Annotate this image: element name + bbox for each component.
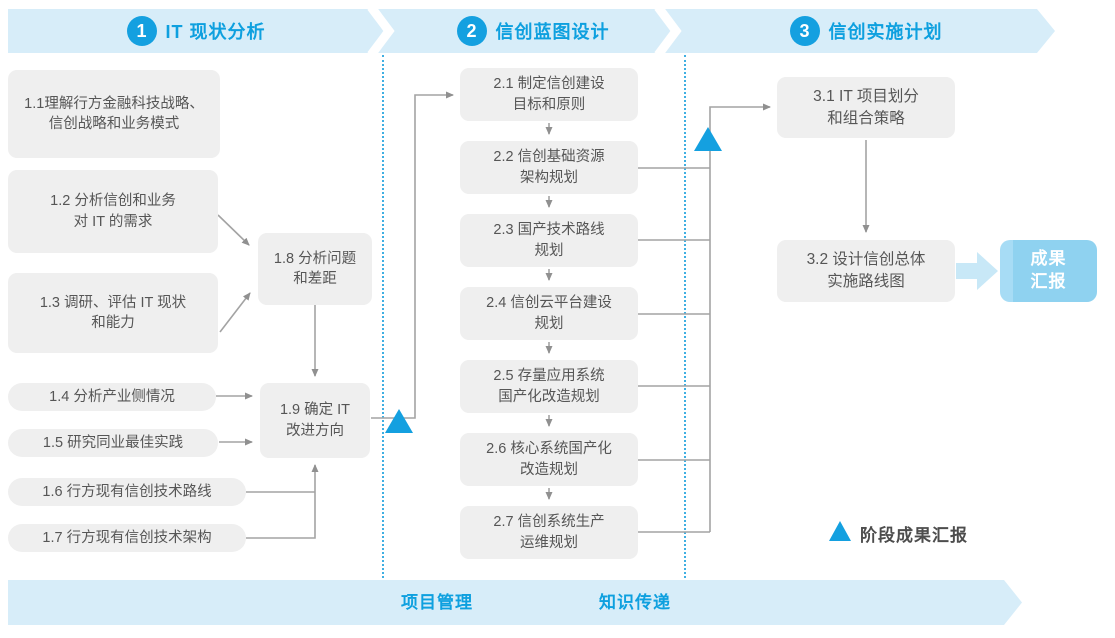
task-box-2-5: 2.5 存量应用系统 国产化改造规划 <box>460 360 638 413</box>
task-pill-1-6: 1.6 行方现有信创技术路线 <box>8 478 246 506</box>
task-box-3-1: 3.1 IT 项目划分 和组合策略 <box>777 77 955 138</box>
phase-number-badge: 2 <box>456 16 487 46</box>
header-band <box>8 9 1055 53</box>
collector-to-3-1 <box>709 103 771 532</box>
connector-1-3-to-1-8 <box>219 292 251 333</box>
task-pill-1-5: 1.5 研究同业最佳实践 <box>8 429 218 457</box>
milestone-triangle-phase2 <box>694 127 722 151</box>
footer-item-project-management: 项目管理 <box>401 593 473 612</box>
footer-band <box>8 580 1022 625</box>
connector-1-2-to-1-8 <box>217 214 250 246</box>
task-box-1-9: 1.9 确定 IT 改进方向 <box>260 383 370 458</box>
task-box-2-1: 2.1 制定信创建设 目标和原则 <box>460 68 638 121</box>
task-box-1-1: 1.1理解行方金融科技战略、 信创战略和业务模式 <box>8 70 220 158</box>
milestone-triangle-phase1 <box>385 409 413 433</box>
task-box-3-2: 3.2 设计信创总体 实施路线图 <box>777 240 955 302</box>
legend-label: 阶段成果汇报 <box>860 526 968 545</box>
phase-divider-1 <box>382 55 384 578</box>
task-box-2-4: 2.4 信创云平台建设 规划 <box>460 287 638 340</box>
task-box-2-3: 2.3 国产技术路线 规划 <box>460 214 638 267</box>
legend-triangle-icon <box>829 521 851 541</box>
result-flow-arrow <box>956 252 998 290</box>
phase-title: 信创蓝图设计 <box>495 22 610 42</box>
phase-number-badge: 1 <box>126 16 157 46</box>
task-box-1-3: 1.3 调研、评估 IT 现状 和能力 <box>8 273 218 353</box>
result-report-box: 成果 汇报 <box>1000 240 1097 302</box>
phase-title: IT 现状分析 <box>165 22 266 42</box>
footer-item-knowledge-transfer: 知识传递 <box>599 593 671 612</box>
phase-header-3: 3 信创实施计划 <box>676 9 1056 53</box>
task-pill-1-4: 1.4 分析产业侧情况 <box>8 383 216 411</box>
phase-number-badge: 3 <box>789 16 820 46</box>
task-box-2-6: 2.6 核心系统国产化 改造规划 <box>460 433 638 486</box>
task-box-2-2: 2.2 信创基础资源 架构规划 <box>460 141 638 194</box>
phase-title: 信创实施计划 <box>828 22 943 42</box>
task-box-1-2: 1.2 分析信创和业务 对 IT 的需求 <box>8 170 218 253</box>
task-box-2-7: 2.7 信创系统生产 运维规划 <box>460 506 638 559</box>
phase-header-1: 1 IT 现状分析 <box>8 9 384 53</box>
phase-header-2: 2 信创蓝图设计 <box>390 9 676 53</box>
task-pill-1-7: 1.7 行方现有信创技术架构 <box>8 524 246 552</box>
task-box-1-8: 1.8 分析问题 和差距 <box>258 233 372 305</box>
connector-1-7-to-1-9 <box>246 464 319 539</box>
phase-divider-2 <box>684 55 686 578</box>
